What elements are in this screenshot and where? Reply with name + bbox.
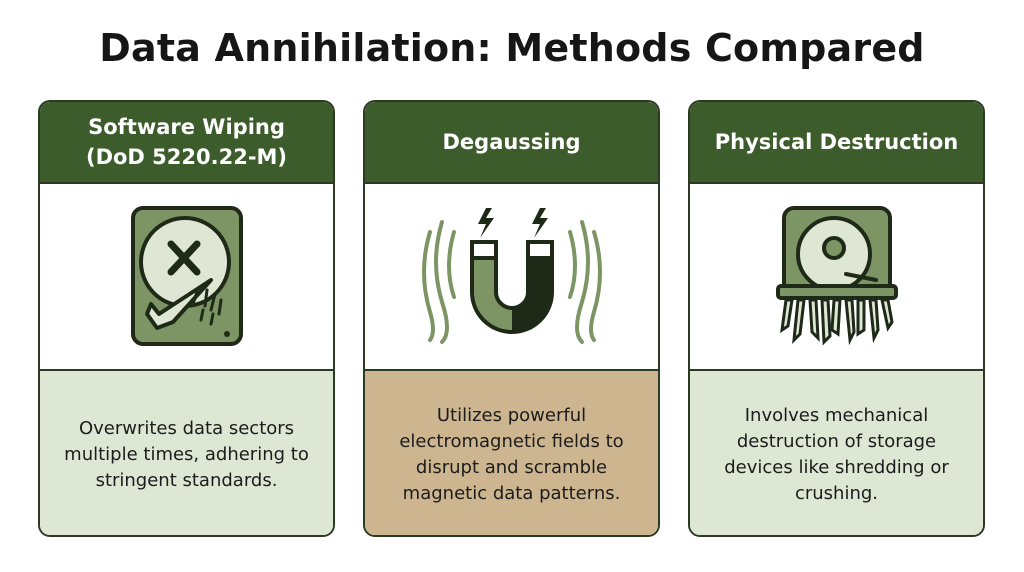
page-title: Data Annihilation: Methods Compared xyxy=(99,26,925,70)
hard-drive-x-icon xyxy=(130,205,243,346)
shredded-drive-icon xyxy=(775,205,898,345)
card-description: Involves mechanical destruction of stora… xyxy=(690,371,983,535)
card-heading: Software Wiping (DoD 5220.22-M) xyxy=(40,102,333,184)
card-icon-area xyxy=(690,184,983,371)
card-icon-area xyxy=(365,184,658,371)
card-heading: Physical Destruction xyxy=(690,102,983,184)
card-description: Utilizes powerful electromagnetic fields… xyxy=(365,371,658,535)
card-physical-destruction: Physical Destruction xyxy=(688,100,985,537)
card-degaussing: Degaussing Utilizes powerful xyxy=(363,100,660,537)
card-icon-area xyxy=(40,184,333,371)
card-heading: Degaussing xyxy=(365,102,658,184)
card-software-wiping: Software Wiping (DoD 5220.22-M) Overwrit… xyxy=(38,100,335,537)
card-description: Overwrites data sectors multiple times, … xyxy=(40,371,333,535)
magnet-icon xyxy=(421,207,602,344)
